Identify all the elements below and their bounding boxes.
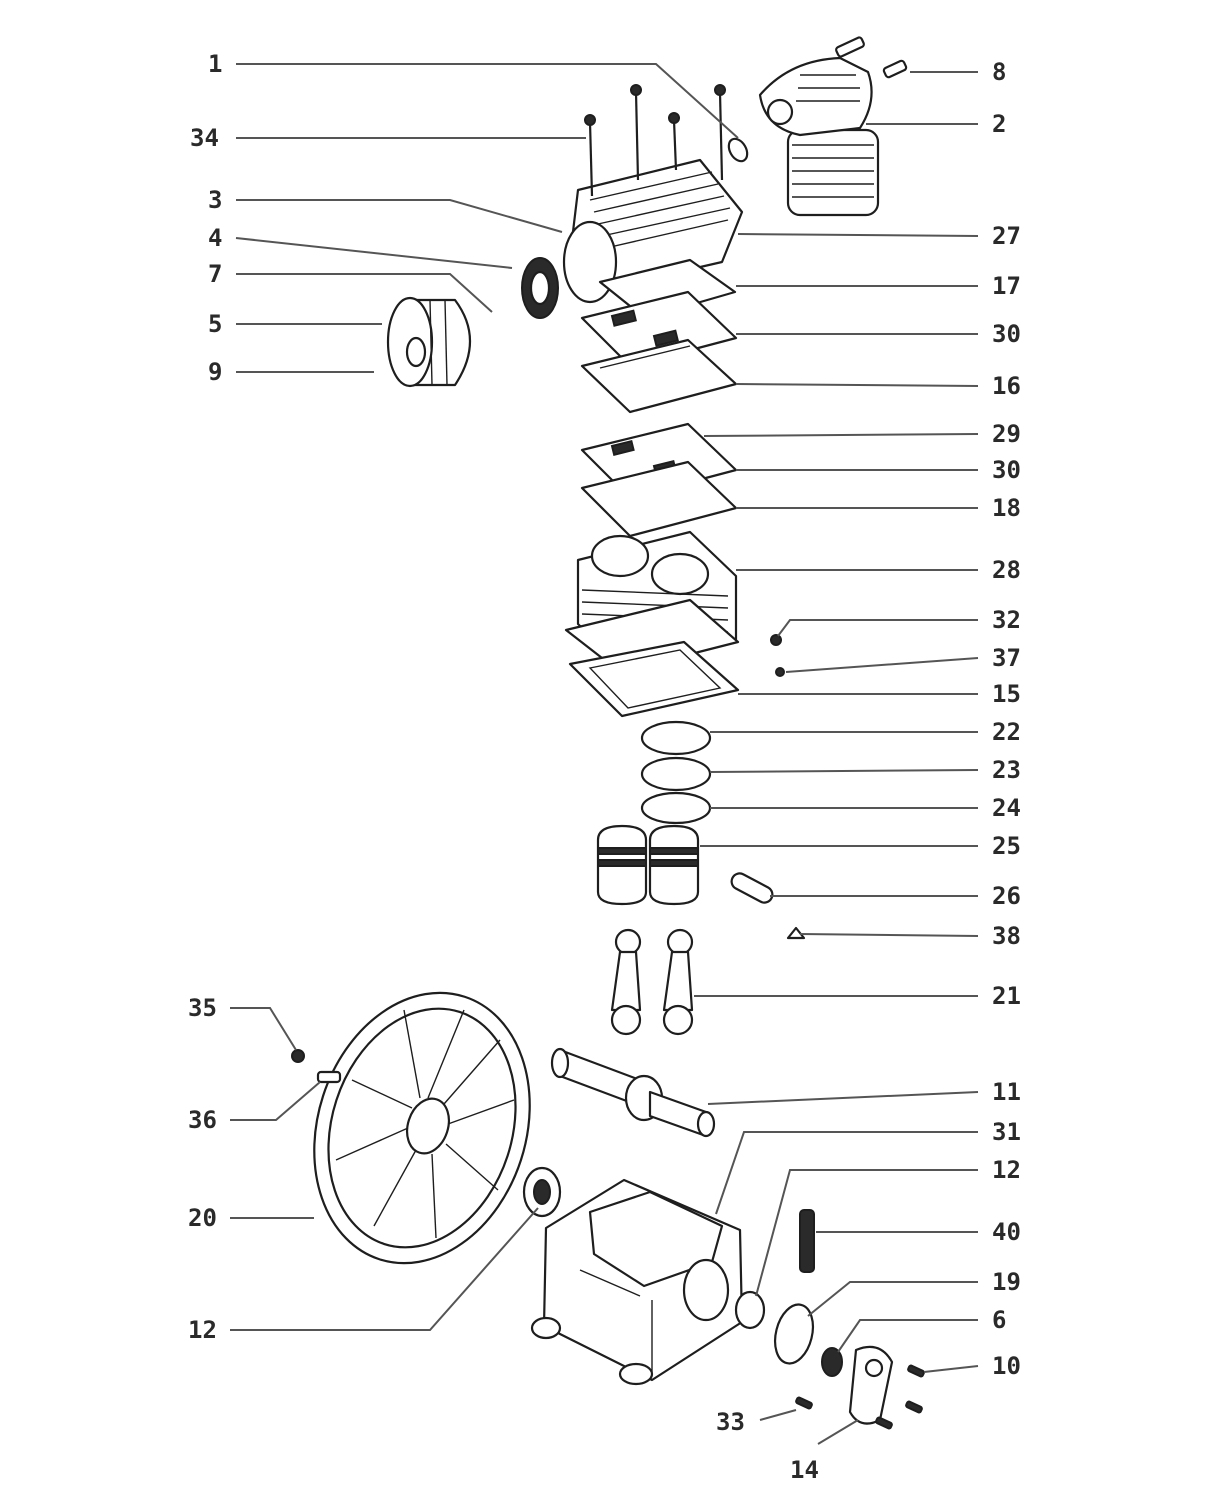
filter-bolt-part [835,36,908,79]
callout-36: 36 [188,1106,217,1134]
callout-26: 26 [992,882,1021,910]
oil-seal-part [821,1347,843,1377]
air-filter-housing-part [758,56,880,217]
callout-30-upper: 30 [992,320,1021,348]
crankcase-part [530,1178,766,1386]
callout-33: 33 [716,1408,745,1436]
crankshaft-part [550,1047,716,1138]
valve-plate-upper [580,258,738,414]
callout-34: 34 [190,124,219,152]
pistons-part [596,824,700,906]
cover-gasket-part [773,1303,815,1365]
callout-20: 20 [188,1204,217,1232]
callout-38: 38 [992,922,1021,950]
base-gasket-part [568,640,740,718]
callout-37: 37 [992,644,1021,672]
callout-21: 21 [992,982,1021,1010]
callout-17: 17 [992,272,1021,300]
callout-30-lower: 30 [992,456,1021,484]
callout-40: 40 [992,1218,1021,1246]
small-pulley-part [386,296,472,388]
callout-3: 3 [208,186,222,214]
callout-7: 7 [208,260,222,288]
connecting-rods-part [610,928,694,1036]
dipstick-part [799,1209,815,1273]
piston-rings-part [640,720,712,825]
callout-29: 29 [992,420,1021,448]
callout-12-right: 12 [992,1156,1021,1184]
callout-18: 18 [992,494,1021,522]
callout-14: 14 [790,1456,819,1484]
cover-screw-part [795,1364,925,1430]
piston-pin-part [730,872,806,940]
callout-28: 28 [992,556,1021,584]
callout-4: 4 [208,224,222,252]
callout-9: 9 [208,358,222,386]
leader-lines [230,63,979,1445]
callout-24: 24 [992,794,1021,822]
small-bolt-part [770,634,785,677]
callout-10: 10 [992,1352,1021,1380]
callout-15: 15 [992,680,1021,708]
callout-1: 1 [208,50,222,78]
callout-labels: 1 34 3 4 7 5 9 8 2 27 17 30 16 29 30 18 … [188,50,1021,1484]
callout-19: 19 [992,1268,1021,1296]
valve-plate-lower [580,422,738,538]
callout-31: 31 [992,1118,1021,1146]
callout-16: 16 [992,372,1021,400]
callout-23: 23 [992,756,1021,784]
callout-12-left: 12 [188,1316,217,1344]
cylinder-block-part [564,530,740,674]
callout-32: 32 [992,606,1021,634]
callout-11: 11 [992,1078,1021,1106]
bearing-cover-part [848,1345,894,1425]
flywheel-part [291,991,531,1265]
callout-27: 27 [992,222,1021,250]
main-bearing-part [522,1166,562,1218]
callout-22: 22 [992,718,1021,746]
callout-5: 5 [208,310,222,338]
callout-35: 35 [188,994,217,1022]
callout-8: 8 [992,58,1006,86]
bearing-flange-part [521,220,618,319]
callout-2: 2 [992,110,1006,138]
callout-6: 6 [992,1306,1006,1334]
callout-25: 25 [992,832,1021,860]
